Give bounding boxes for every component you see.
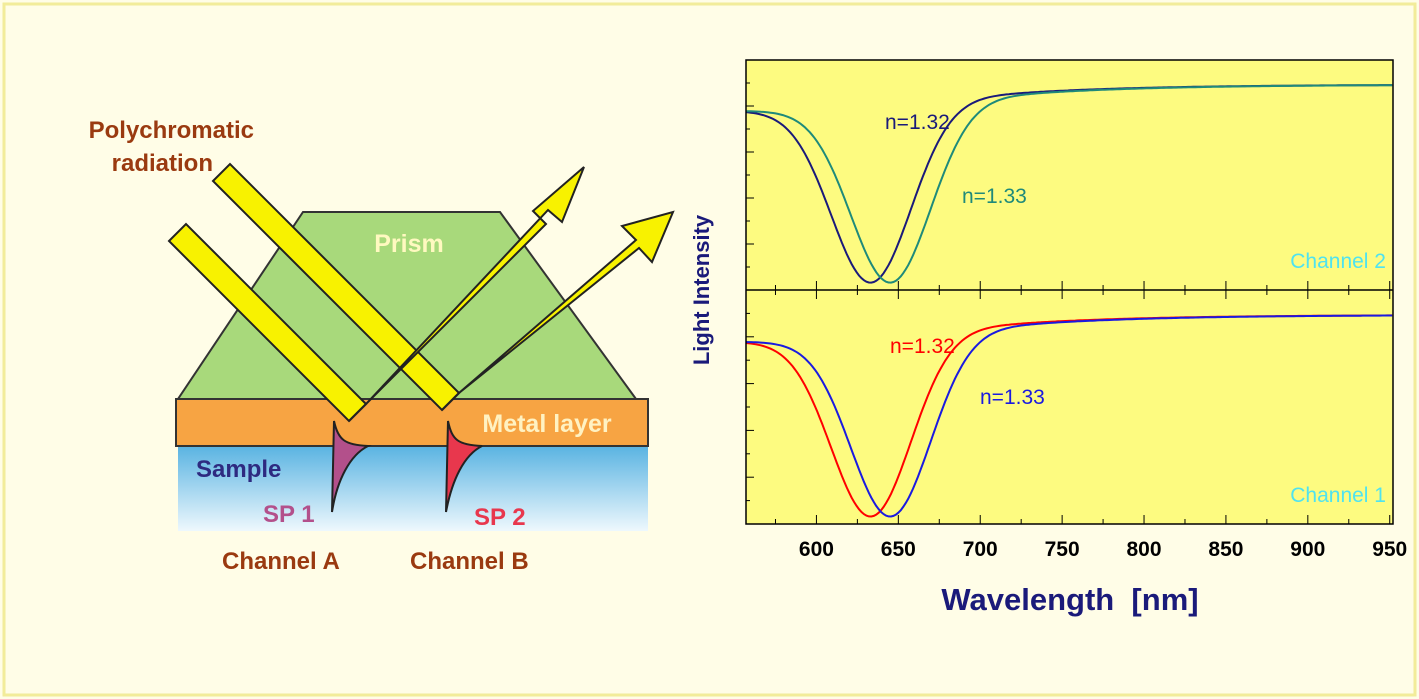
reflected-beam-2 [441, 210, 675, 411]
reflected-beam-1 [348, 166, 585, 422]
x-tick-label: 600 [799, 538, 834, 561]
x-tick-label: 650 [881, 538, 916, 561]
x-tick-label: 900 [1290, 538, 1325, 561]
sample-layer [178, 447, 648, 531]
x-tick-label: 700 [963, 538, 998, 561]
channel-2-label: Channel 2 [1290, 250, 1386, 273]
prism-label: Prism [374, 230, 443, 258]
series-label-top-n133: n=1.33 [962, 185, 1027, 208]
chart-ticks [746, 82, 1391, 524]
chart-panel-top-bg [746, 60, 1393, 290]
sp1-label: SP 1 [263, 501, 315, 528]
x-tick-label: 750 [1045, 538, 1080, 561]
x-tick-label: 800 [1127, 538, 1162, 561]
curve-panel2-series2 [745, 314, 1393, 518]
curve-panel1-series2 [745, 84, 1393, 284]
light-beams [167, 162, 675, 423]
chart-curves [745, 84, 1393, 518]
x-tick-label: 850 [1208, 538, 1243, 561]
sp1-decay-shape [331, 420, 372, 513]
x-axis-label: Wavelength [nm] [941, 582, 1198, 617]
y-axis-label: Light Intensity [689, 214, 714, 365]
x-tick-labels: 600 650 700 750 800 850 900 950 [799, 538, 1407, 561]
x-tick-label: 950 [1372, 538, 1407, 561]
spr-diagram: Polychromatic radiation Prism Metal laye… [89, 117, 675, 575]
chart-frame [745, 59, 1394, 525]
series-label-top-n132: n=1.32 [885, 111, 950, 134]
channel-b-label: Channel B [410, 548, 529, 575]
series-label-bottom-n133: n=1.33 [980, 386, 1045, 409]
series-label-bottom-n132: n=1.32 [890, 335, 955, 358]
channel-a-label: Channel A [222, 548, 340, 575]
channel-1-label: Channel 1 [1290, 484, 1386, 507]
spectra-chart: n=1.32 n=1.33 Channel 2 n=1.32 n=1.33 Ch… [689, 59, 1407, 617]
sp2-label: SP 2 [474, 504, 526, 531]
metal-layer [175, 398, 649, 447]
radiation-label-line2: radiation [112, 150, 213, 177]
metal-layer-label: Metal layer [482, 410, 612, 438]
sp2-decay-shape [445, 420, 486, 513]
sample-label: Sample [196, 456, 281, 483]
radiation-label-line1: Polychromatic [89, 117, 254, 144]
chart-panel-bottom-bg [746, 290, 1393, 524]
